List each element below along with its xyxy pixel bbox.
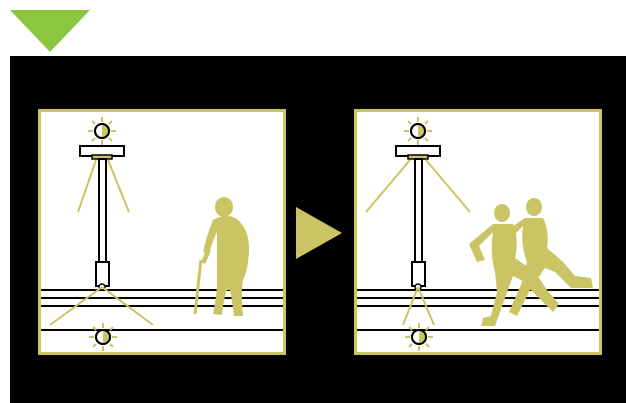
ground-lines — [41, 290, 283, 330]
down-triangle-icon — [10, 10, 90, 52]
half-sun-sensor-icon — [89, 323, 117, 351]
half-sun-sensor-icon — [404, 117, 432, 145]
ground-lines — [357, 290, 599, 330]
half-sun-sensor-icon — [405, 323, 433, 351]
right-triangle-arrow-icon — [296, 207, 342, 259]
panel-after — [354, 109, 602, 355]
illustration-stage — [10, 56, 626, 403]
half-sun-sensor-icon — [88, 117, 116, 145]
panel-before — [38, 109, 286, 355]
